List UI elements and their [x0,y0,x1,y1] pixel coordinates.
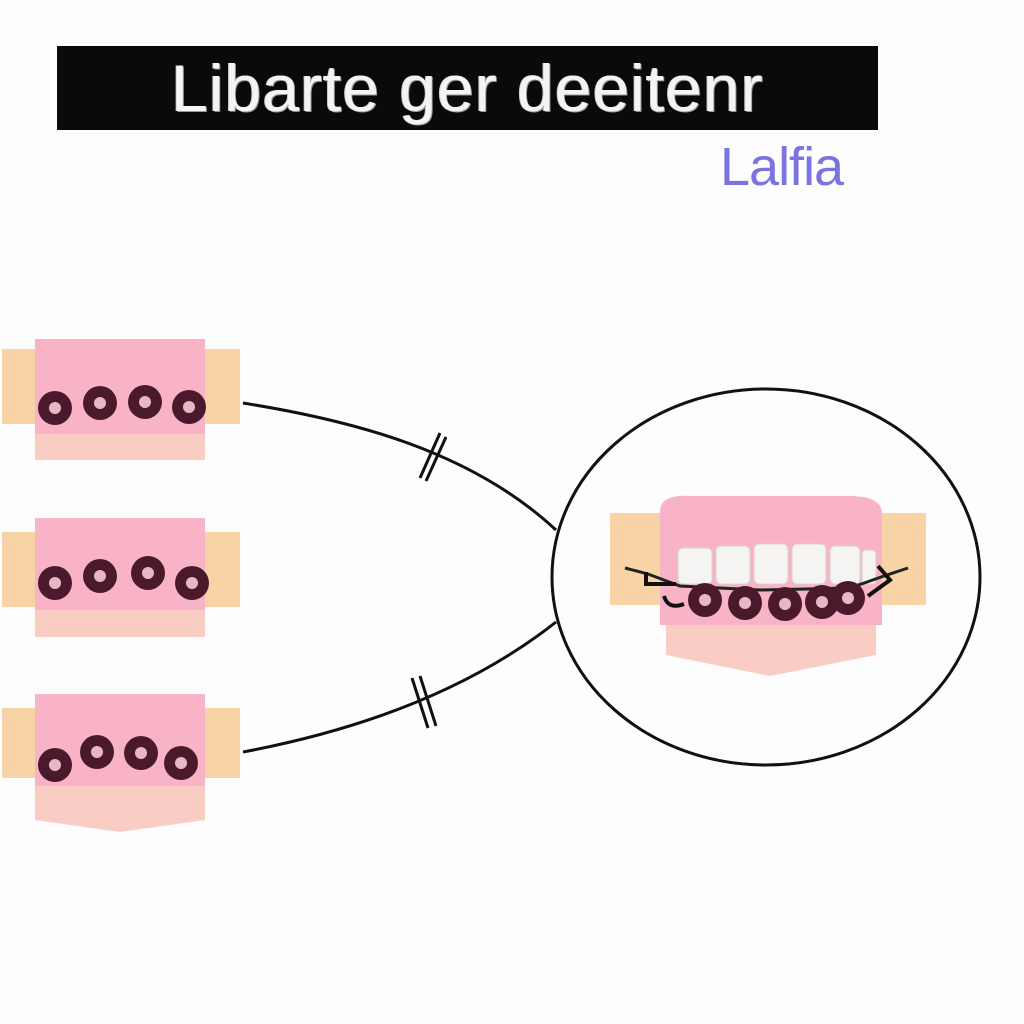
tan-side-right [204,532,240,607]
bracket-bead-hole [94,570,106,582]
magnified-circle [550,387,982,767]
bracket-bead-hole [49,577,61,589]
connector-lower-tick [410,675,438,729]
bracket-bead-hole [49,759,61,771]
tan-side-right [204,708,240,778]
title-bar: Libarte ger deeitenr [57,46,878,130]
tooth [715,545,751,585]
bracket-bead-hole [699,594,711,606]
bracket-bead-hole [739,597,751,609]
bracket-bead-hole [816,596,828,608]
bracket-bead-hole [135,747,147,759]
wire-hook-right [866,564,893,598]
bracket-bead-hole [186,577,198,589]
tooth [791,543,827,585]
page-title: Libarte ger deeitenr [171,51,764,125]
tan-side-left [2,349,38,424]
bracket-bead-hole [842,592,854,604]
bracket-bead-hole [91,746,103,758]
connector-upper [242,401,558,532]
bracket-bead-hole [779,598,791,610]
module-top [2,339,240,460]
module-bottom [2,694,240,832]
bracket-bead-hole [94,397,106,409]
tooth [753,543,789,585]
tooth [861,549,877,585]
tooth [829,545,861,585]
bracket-bead-hole [142,567,154,579]
wire-hook-left [644,572,685,608]
bracket-bead-hole [175,757,187,769]
module-middle [2,518,240,637]
connector-upper-tick [418,432,448,482]
bracket-bead-hole [183,401,195,413]
tan-side-left [2,532,38,607]
bracket-bead-hole [139,396,151,408]
connector-lower [242,620,557,754]
tooth [677,547,713,585]
tan-side-left [2,708,38,778]
bracket-bead-hole [49,402,61,414]
subtitle-label: Lalfia [720,137,844,197]
tan-side-right [204,349,240,424]
